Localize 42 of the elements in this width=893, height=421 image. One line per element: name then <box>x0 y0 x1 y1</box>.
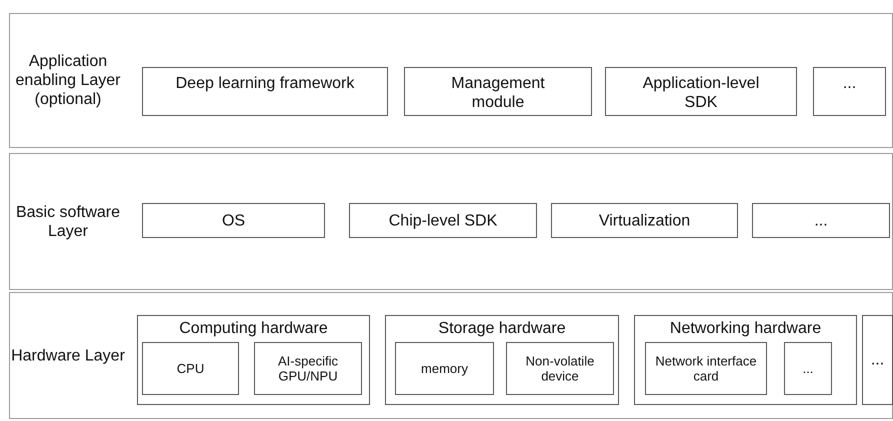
component-box <box>395 342 494 395</box>
component-label: Chip-level SDK <box>388 210 498 230</box>
group-box <box>137 315 370 405</box>
group-box <box>634 315 857 405</box>
component-label: Network interface card <box>654 352 758 384</box>
component-box <box>142 203 325 238</box>
component-label: Deep learning framework <box>174 74 356 94</box>
component-label: memory <box>420 360 469 376</box>
component-box <box>349 203 537 238</box>
group-heading: Storage hardware <box>437 319 567 338</box>
component-box <box>142 67 388 116</box>
component-label: CPU <box>176 360 206 376</box>
layer-band <box>9 13 893 148</box>
component-label: Non-volatile device <box>524 352 596 384</box>
component-label: OS <box>220 210 246 230</box>
component-label: ... <box>813 210 829 230</box>
component-label: Application-level SDK <box>642 74 760 112</box>
component-box <box>605 67 797 116</box>
layer-band <box>9 292 893 419</box>
component-box <box>506 342 614 395</box>
component-label: AI-specific GPU/NPU <box>277 352 339 384</box>
layer-label: Application enabling Layer (optional) <box>14 52 122 110</box>
component-box <box>404 67 592 116</box>
component-box <box>645 342 767 395</box>
layer-label: Basic software Layer <box>14 202 122 241</box>
component-label: ... <box>802 360 814 376</box>
component-box <box>784 342 832 395</box>
group-box <box>385 315 619 405</box>
group-heading: Computing hardware <box>178 319 329 338</box>
component-label: Virtualization <box>598 210 692 230</box>
component-box <box>254 342 362 395</box>
component-box <box>142 342 239 395</box>
component-label: Management module <box>450 74 546 112</box>
component-box <box>752 203 890 238</box>
component-label: ... <box>842 74 858 94</box>
component-label: ... <box>870 350 886 370</box>
component-box <box>551 203 738 238</box>
component-box <box>862 315 893 405</box>
component-box <box>813 67 886 116</box>
layer-band <box>9 153 893 290</box>
layer-label: Hardware Layer <box>10 346 126 366</box>
group-heading: Networking hardware <box>668 319 822 338</box>
